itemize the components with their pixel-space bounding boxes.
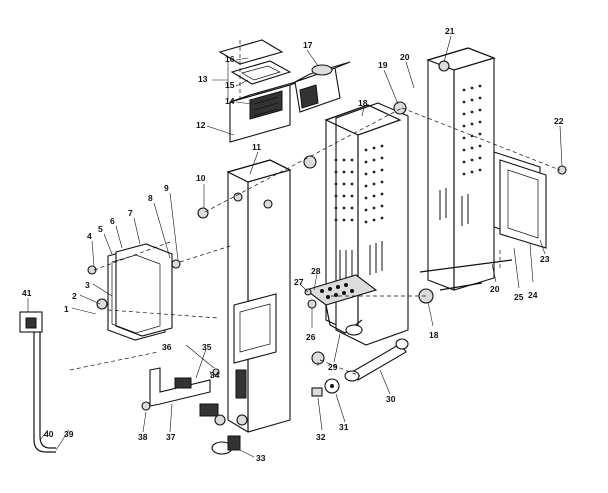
- valve-knob: [211, 414, 248, 455]
- callout-36: 36: [162, 342, 172, 352]
- callout-27: 27: [294, 277, 304, 287]
- callout-40: 40: [44, 429, 54, 439]
- burner-tray: [304, 274, 378, 336]
- gas-pipe: [344, 338, 409, 382]
- callout-1: 1: [64, 304, 69, 314]
- callout-7: 7: [128, 208, 133, 218]
- leader-lines: [27, 35, 563, 458]
- callout-20-right: 20: [490, 284, 500, 294]
- side-panel: [493, 151, 547, 249]
- gasket-plates: [218, 39, 292, 85]
- callout-10: 10: [196, 173, 206, 183]
- callout-13: 13: [198, 74, 208, 84]
- callout-30: 30: [386, 394, 396, 404]
- callout-12: 12: [196, 120, 206, 130]
- callout-17: 17: [303, 40, 313, 50]
- callout-labels: 1 2 3 4 5 6 7 8 9 10 11 12 13 14 15 16 1…: [22, 26, 564, 463]
- callout-22: 22: [554, 116, 564, 126]
- callout-18-bottom: 18: [429, 330, 439, 340]
- callout-28: 28: [311, 266, 321, 276]
- callout-4: 4: [87, 231, 92, 241]
- callout-6: 6: [110, 216, 115, 226]
- callout-26: 26: [306, 332, 316, 342]
- callout-34: 34: [210, 370, 220, 380]
- front-plate: [226, 159, 292, 433]
- callout-8: 8: [148, 193, 153, 203]
- callout-23: 23: [540, 254, 550, 264]
- callout-31: 31: [339, 422, 349, 432]
- collector-box: [294, 61, 351, 113]
- callout-21: 21: [445, 26, 455, 36]
- callout-41: 41: [22, 288, 32, 298]
- callout-3: 3: [85, 280, 90, 290]
- callout-38: 38: [138, 432, 148, 442]
- thermocouple-tube: [19, 311, 56, 453]
- burner-box: [229, 77, 311, 143]
- rear-plate: [426, 47, 496, 291]
- heat-exchanger-core: [324, 102, 409, 346]
- callout-19: 19: [378, 60, 388, 70]
- callout-33: 33: [256, 453, 266, 463]
- callout-20-top: 20: [400, 52, 410, 62]
- callout-24: 24: [528, 290, 538, 300]
- callout-14: 14: [225, 96, 235, 106]
- callout-5: 5: [98, 224, 103, 234]
- callout-15: 15: [225, 80, 235, 90]
- callout-11: 11: [252, 142, 261, 152]
- callout-25: 25: [514, 292, 524, 302]
- callout-35: 35: [202, 342, 212, 352]
- tie-rods: [419, 259, 513, 291]
- left-panel: [107, 243, 173, 341]
- callout-2: 2: [72, 291, 77, 301]
- callout-37: 37: [166, 432, 176, 442]
- callout-16: 16: [225, 54, 235, 64]
- callout-18-top: 18: [358, 98, 368, 108]
- callout-39: 39: [64, 429, 74, 439]
- orifice-parts: [311, 378, 340, 397]
- callout-9: 9: [164, 183, 169, 193]
- gas-valve-assembly: [149, 367, 219, 417]
- callout-29: 29: [328, 362, 338, 372]
- alignment-lines: [69, 40, 561, 377]
- callout-32: 32: [316, 432, 326, 442]
